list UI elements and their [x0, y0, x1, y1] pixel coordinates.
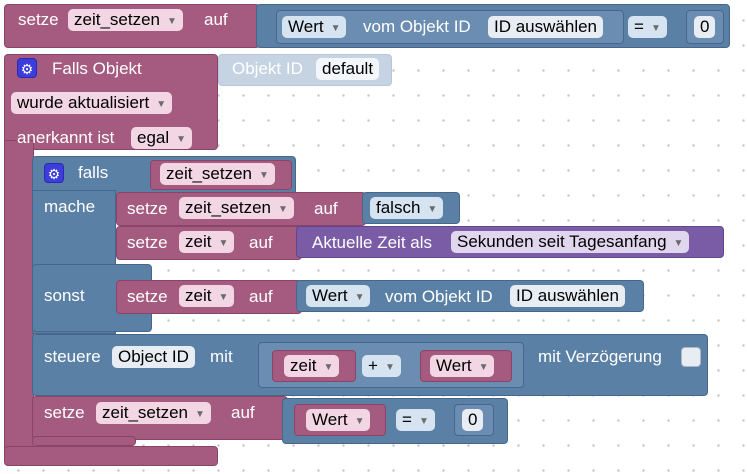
do-label: mache [44, 197, 96, 216]
to-label: auf [249, 287, 273, 306]
number-field[interactable]: 0 [462, 409, 484, 431]
condition-var-dropdown[interactable]: zeit_setzen ▼ [160, 163, 275, 185]
dropdown-arrow-icon: ▼ [418, 416, 429, 427]
math-right-var-dropdown[interactable]: Wert ▼ [430, 355, 495, 377]
time-format-value: Sekunden seit Tagesanfang [457, 232, 667, 251]
dropdown-arrow-icon: ▼ [330, 23, 341, 34]
ack-label: anerkannt ist [17, 128, 115, 147]
to-label: auf [204, 10, 228, 29]
operator-text: = [634, 17, 644, 36]
set-label: setze [127, 287, 168, 306]
object-id-select[interactable]: ID auswählen [488, 16, 604, 38]
trigger-block-footer [4, 446, 218, 466]
gear-icon[interactable]: ⚙ [44, 163, 64, 183]
math-right-var-name: Wert [436, 356, 472, 375]
set-label: setze [127, 199, 168, 218]
math-operator-text: + [368, 356, 378, 375]
ack-dropdown[interactable]: egal ▼ [131, 127, 193, 149]
set-label: setze [44, 403, 85, 422]
dropdown-arrow-icon: ▼ [323, 362, 334, 373]
dropdown-arrow-icon: ▼ [384, 362, 395, 373]
value-field: Wert [312, 286, 348, 305]
operator-text: = [402, 410, 412, 429]
with-label: mit [210, 347, 233, 366]
boolean-dropdown[interactable]: falsch ▼ [370, 197, 444, 219]
trigger-block-left-rail [4, 140, 34, 450]
time-format-dropdown[interactable]: Sekunden seit Tagesanfang ▼ [451, 231, 690, 253]
current-time-label: Aktuelle Zeit als [312, 233, 432, 252]
object-id-default-value: default [322, 59, 374, 78]
dropdown-arrow-icon: ▼ [156, 99, 167, 110]
from-object-label: vom Objekt ID [363, 17, 471, 36]
dropdown-arrow-icon: ▼ [650, 23, 661, 34]
dropdown-arrow-icon: ▼ [218, 238, 229, 249]
math-operator-dropdown[interactable]: +▼ [362, 355, 401, 377]
variable-dropdown[interactable]: zeit_setzen ▼ [179, 197, 294, 219]
number-value: 0 [700, 17, 710, 36]
dropdown-arrow-icon: ▼ [259, 170, 269, 181]
number-field[interactable]: 0 [694, 16, 716, 38]
if-label: falls [78, 163, 109, 182]
if-block-bottom [32, 436, 136, 446]
math-left-var-dropdown[interactable]: zeit ▼ [284, 355, 340, 377]
from-object-label: vom Objekt ID [385, 287, 493, 306]
delay-checkbox[interactable] [681, 347, 701, 367]
else-label: sonst [44, 286, 85, 305]
control-object-id-value: Object ID [118, 347, 189, 366]
value-var-dropdown[interactable]: Wert ▼ [306, 409, 371, 431]
value-var-name: Wert [312, 410, 348, 429]
dropdown-arrow-icon: ▼ [176, 134, 187, 145]
variable-name: zeit_setzen [102, 403, 188, 422]
dropdown-arrow-icon: ▼ [218, 292, 229, 303]
value-field: Wert [288, 17, 324, 36]
dropdown-arrow-icon: ▼ [354, 292, 365, 303]
dropdown-arrow-icon: ▼ [354, 416, 365, 427]
object-id-select-text: ID auswählen [494, 17, 598, 36]
boolean-value: falsch [376, 198, 421, 217]
dropdown-arrow-icon: ▼ [478, 362, 489, 373]
gear-icon[interactable]: ⚙ [17, 58, 37, 78]
dropdown-arrow-icon: ▼ [427, 204, 438, 215]
dropdown-arrow-icon: ▼ [195, 409, 205, 420]
to-label: auf [249, 233, 273, 252]
variable-name: zeit_setzen [74, 10, 160, 29]
condition-var-name: zeit_setzen [166, 164, 252, 183]
variable-dropdown[interactable]: zeit ▼ [179, 285, 235, 307]
object-id-label: Objekt ID [232, 59, 303, 78]
to-label: auf [314, 199, 338, 218]
operator-dropdown[interactable]: =▼ [628, 16, 667, 38]
object-id-default-field[interactable]: default [316, 58, 380, 80]
to-label: auf [231, 403, 255, 422]
variable-dropdown[interactable]: zeit_setzen ▼ [96, 402, 211, 424]
delay-label: mit Verzögerung [538, 347, 662, 366]
object-id-select[interactable]: ID auswählen [510, 285, 626, 307]
set-label: setze [127, 233, 168, 252]
math-left-var-name: zeit [290, 356, 317, 375]
event-dropdown[interactable]: wurde aktualisiert ▼ [11, 92, 173, 114]
variable-dropdown[interactable]: zeit_setzen ▼ [68, 9, 183, 31]
value-dropdown[interactable]: Wert ▼ [282, 16, 347, 38]
object-id-select-text: ID auswählen [516, 286, 620, 305]
trigger-header-label: Falls Objekt [52, 59, 142, 78]
value-dropdown[interactable]: Wert ▼ [306, 285, 371, 307]
dropdown-arrow-icon: ▼ [167, 16, 177, 27]
variable-name: zeit_setzen [185, 198, 271, 217]
variable-name: zeit [185, 232, 212, 251]
set-label: setze [18, 10, 59, 29]
dropdown-arrow-icon: ▼ [278, 204, 288, 215]
dropdown-arrow-icon: ▼ [673, 238, 684, 249]
operator-dropdown[interactable]: =▼ [396, 409, 435, 431]
number-value: 0 [468, 410, 478, 429]
ack-value: egal [137, 128, 170, 147]
variable-name: zeit [185, 286, 212, 305]
control-label: steuere [44, 347, 101, 366]
variable-dropdown[interactable]: zeit ▼ [179, 231, 235, 253]
event-value: wurde aktualisiert [17, 93, 150, 112]
control-object-id-field[interactable]: Object ID [112, 346, 195, 368]
